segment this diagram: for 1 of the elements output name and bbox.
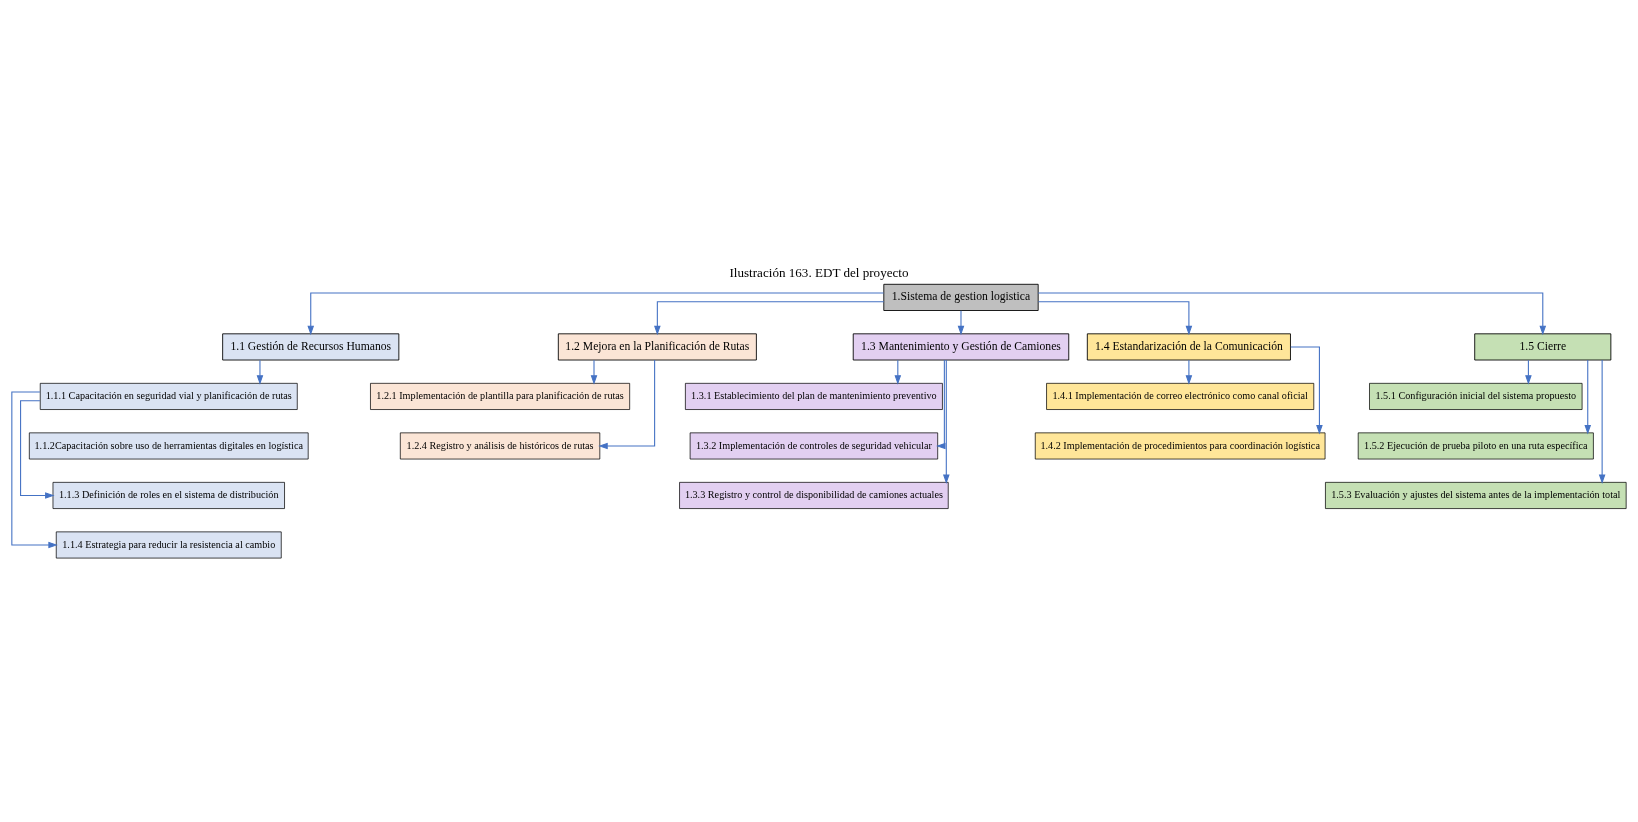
- diagram-title: Ilustración 163. EDT del proyecto: [729, 265, 909, 281]
